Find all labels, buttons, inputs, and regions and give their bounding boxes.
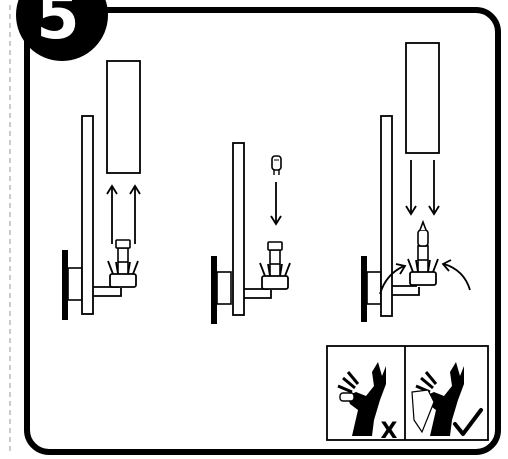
handling-warning-box: X (326, 345, 489, 444)
backplate (232, 142, 245, 316)
panel-insert-bulb (211, 142, 291, 324)
wall-plate (211, 256, 217, 324)
bulb-icon (417, 219, 429, 247)
step-badge: 5 (16, 0, 108, 61)
checkmark-icon (453, 408, 483, 436)
panel-remove-shade (62, 60, 141, 320)
bare-hand-icon: X (337, 362, 398, 444)
glass-shade (405, 42, 440, 154)
arrow-up-icon (106, 184, 141, 244)
wall-plate (62, 250, 68, 320)
glass-shade (106, 60, 141, 174)
bulb-icon (271, 155, 282, 175)
socket-cup (409, 271, 437, 286)
cloth-icon (411, 389, 435, 434)
step-number: 5 (36, 0, 79, 53)
arrow-down-icon (405, 160, 440, 216)
incorrect-mark: X (381, 419, 398, 444)
bulb-icon (339, 392, 355, 402)
backplate (81, 115, 94, 315)
backplate (380, 115, 393, 317)
panel-refit-shade (361, 42, 471, 322)
cloth-hand-icon (411, 362, 483, 436)
socket-cup (109, 273, 137, 288)
curved-arrow-icon (379, 259, 471, 295)
socket-cup (261, 275, 289, 290)
arrow-down-icon (270, 182, 282, 226)
wall-plate (361, 256, 367, 322)
